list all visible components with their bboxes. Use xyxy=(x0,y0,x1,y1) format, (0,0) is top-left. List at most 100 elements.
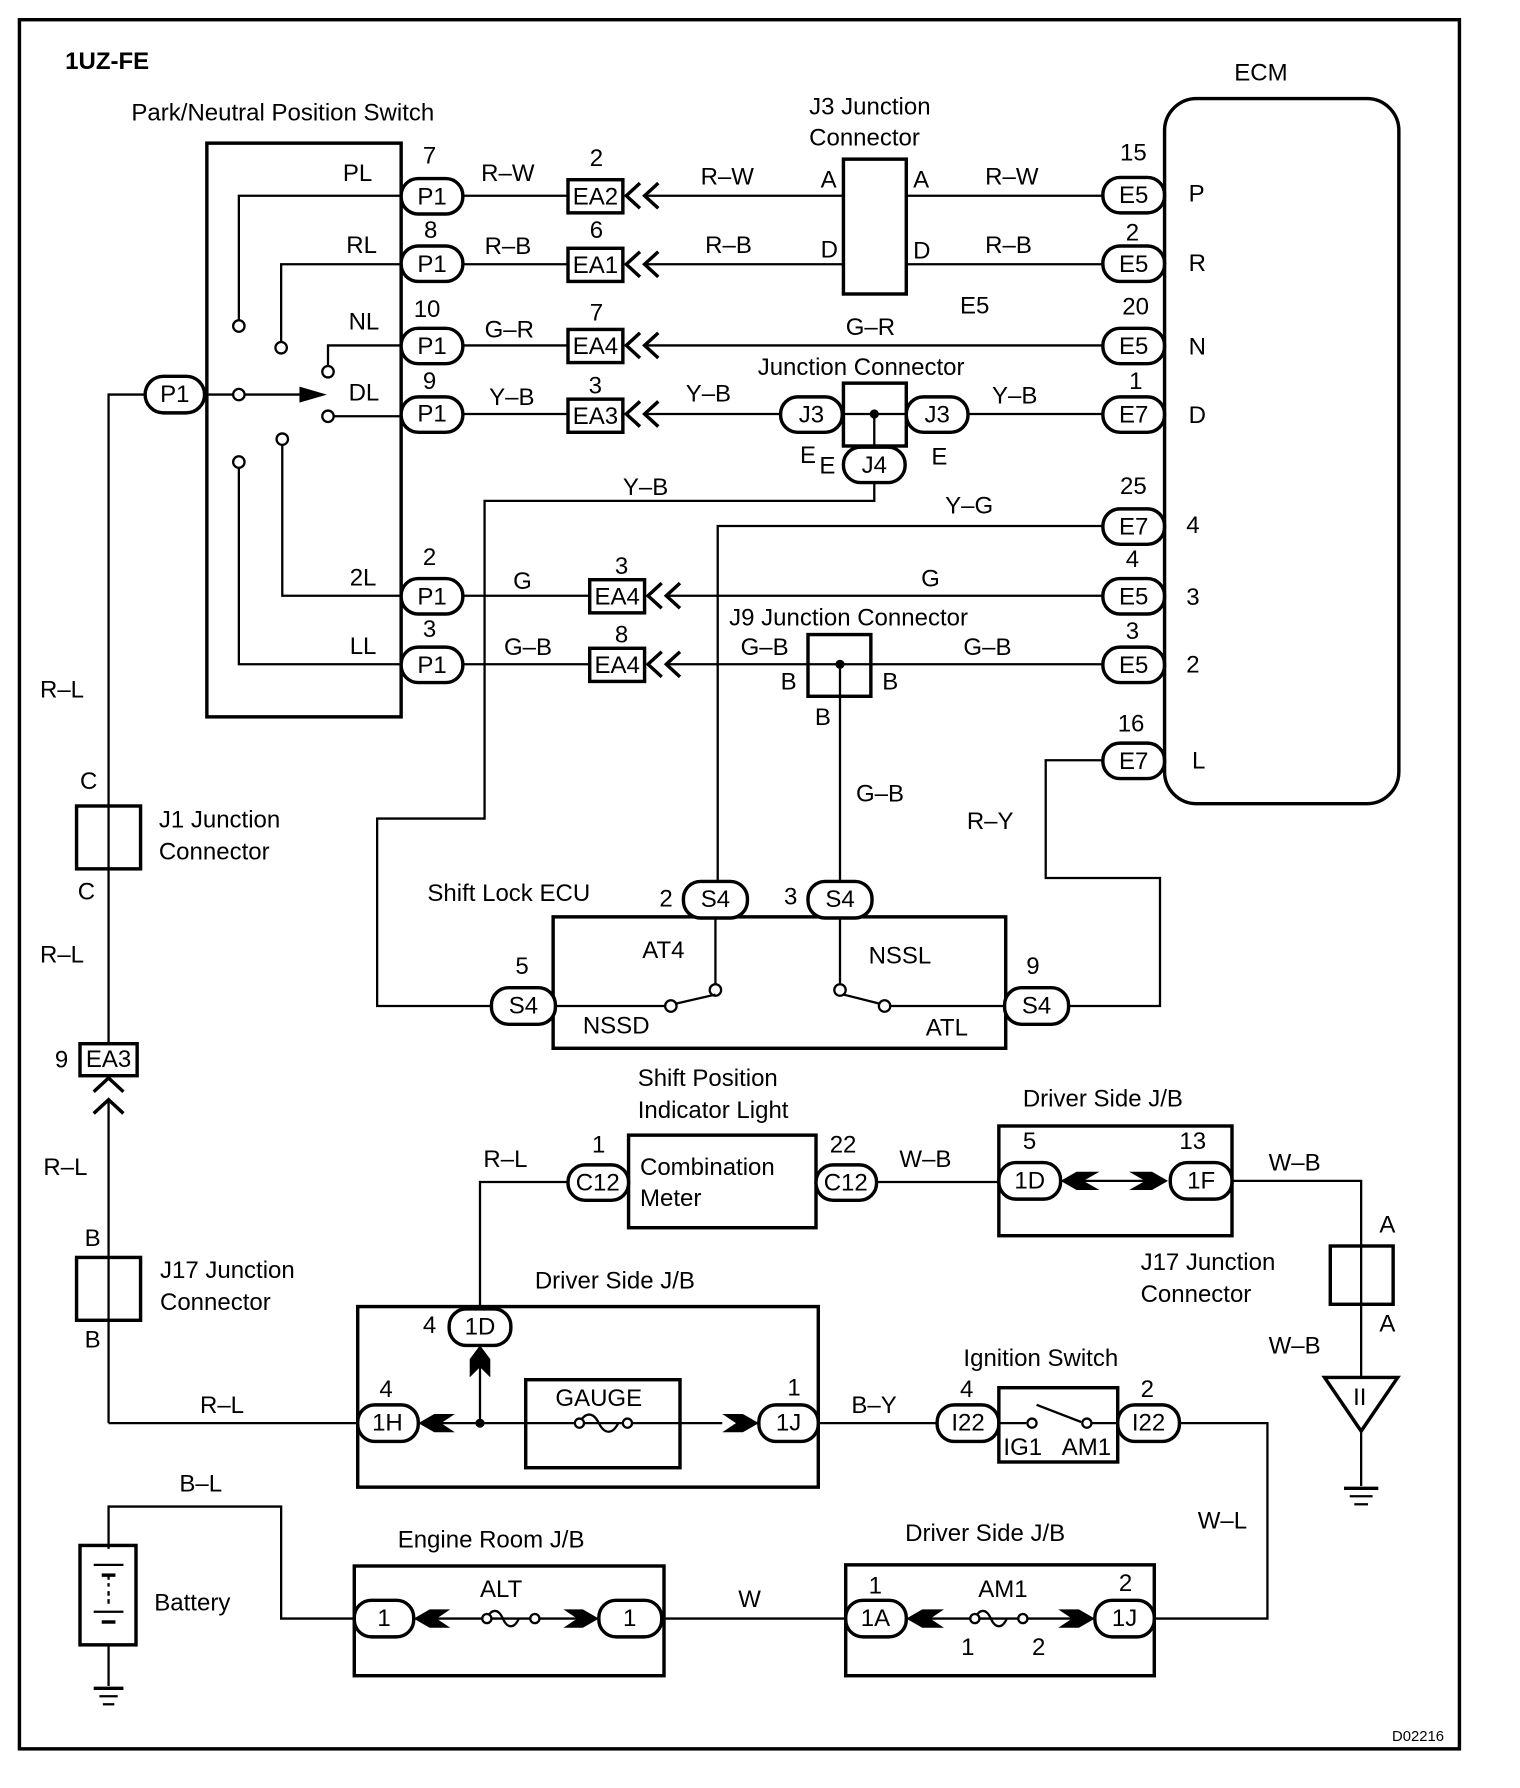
svg-text:2: 2 xyxy=(1186,651,1199,678)
svg-text:1J: 1J xyxy=(776,1410,801,1437)
battery-icon xyxy=(78,1505,358,1706)
svg-text:B: B xyxy=(815,704,831,731)
svg-text:G: G xyxy=(513,568,532,595)
svg-text:16: 16 xyxy=(1118,711,1145,738)
engine-room-jb-internals: 1 ALT 1 xyxy=(352,1576,664,1639)
svg-text:R–W: R–W xyxy=(985,163,1039,190)
combination-meter-box xyxy=(626,1133,818,1230)
svg-text:C12: C12 xyxy=(824,1170,868,1197)
svg-text:D: D xyxy=(1189,402,1206,429)
svg-text:E7: E7 xyxy=(1119,748,1148,775)
svg-text:S4: S4 xyxy=(825,886,854,913)
svg-text:R–L: R–L xyxy=(43,1154,87,1181)
svg-text:E5: E5 xyxy=(1119,652,1148,679)
svg-text:D: D xyxy=(821,236,838,263)
shift-lock-switches xyxy=(555,918,1005,1013)
p1-common-connector: P1 xyxy=(143,374,207,415)
svg-text:2: 2 xyxy=(1032,1634,1045,1661)
svg-text:1H: 1H xyxy=(372,1410,403,1437)
svg-text:C: C xyxy=(78,879,95,906)
engine-title: 1UZ-FE xyxy=(65,48,149,75)
svg-text:3: 3 xyxy=(615,553,628,580)
svg-text:I22: I22 xyxy=(951,1410,984,1437)
svg-text:1F: 1F xyxy=(1187,1167,1215,1194)
svg-text:IG1: IG1 xyxy=(1003,1434,1042,1461)
svg-text:P1: P1 xyxy=(417,333,446,360)
svg-text:9: 9 xyxy=(55,1047,68,1074)
svg-text:G–B: G–B xyxy=(741,634,789,661)
svg-text:1: 1 xyxy=(592,1131,605,1158)
svg-text:W–L: W–L xyxy=(1198,1507,1247,1534)
ground-icon-right xyxy=(1344,1486,1379,1506)
svg-text:E5: E5 xyxy=(1119,583,1148,610)
svg-text:E5: E5 xyxy=(1119,182,1148,209)
j17-left-junction: B B xyxy=(74,1225,143,1354)
svg-text:1: 1 xyxy=(869,1572,882,1599)
svg-text:3: 3 xyxy=(589,372,602,399)
pnp-dl: DL xyxy=(349,379,380,406)
svg-text:E: E xyxy=(800,442,816,469)
svg-text:1D: 1D xyxy=(465,1314,496,1341)
svg-text:B: B xyxy=(85,1225,101,1252)
svg-text:GAUGE: GAUGE xyxy=(555,1385,642,1412)
svg-text:AM1: AM1 xyxy=(1062,1434,1111,1461)
row-pl: 7 P1 R–W 2 EA2 R–W R–W 15 E5 P xyxy=(399,139,1205,216)
svg-text:R–L: R–L xyxy=(40,676,84,703)
svg-text:II: II xyxy=(1353,1384,1366,1411)
svg-text:9: 9 xyxy=(423,368,436,395)
svg-text:R–W: R–W xyxy=(701,163,755,190)
svg-text:1: 1 xyxy=(961,1634,974,1661)
driver-jb-mid-internals: 4 1D 4 1H GAUGE 1 1J xyxy=(356,1307,820,1470)
svg-text:B: B xyxy=(85,1327,101,1354)
svg-text:25: 25 xyxy=(1120,473,1147,500)
svg-text:1: 1 xyxy=(787,1375,800,1402)
svg-text:3: 3 xyxy=(1186,584,1199,611)
ground-point-ii: II xyxy=(1321,1375,1401,1486)
svg-text:Y–G: Y–G xyxy=(945,492,993,519)
svg-text:B–L: B–L xyxy=(179,1471,222,1498)
battery-label: Battery xyxy=(154,1590,230,1617)
svg-text:4: 4 xyxy=(379,1376,392,1403)
svg-text:EA3: EA3 xyxy=(86,1046,131,1073)
svg-text:N: N xyxy=(1189,334,1206,361)
svg-text:P1: P1 xyxy=(160,381,189,408)
svg-text:J4: J4 xyxy=(862,452,887,479)
svg-text:4: 4 xyxy=(1186,512,1199,539)
svg-text:NSSD: NSSD xyxy=(583,1012,650,1039)
svg-text:A: A xyxy=(913,167,929,194)
svg-text:I22: I22 xyxy=(1132,1410,1165,1437)
svg-text:J3: J3 xyxy=(924,402,949,429)
svg-text:3: 3 xyxy=(784,883,797,910)
pnp-pl: PL xyxy=(343,160,372,187)
shift-indicator-label-2: Indicator Light xyxy=(638,1097,789,1124)
figure-id: D02216 xyxy=(1392,1729,1444,1745)
row-yg: Y–G 25 E7 4 xyxy=(716,473,1200,883)
svg-text:B: B xyxy=(781,668,797,695)
svg-text:E7: E7 xyxy=(1119,402,1148,429)
svg-text:J3: J3 xyxy=(799,402,824,429)
pnp-switch-box xyxy=(205,141,403,719)
svg-text:22: 22 xyxy=(830,1131,857,1158)
junction-connector: J3 J3 J4 E E E xyxy=(778,381,970,485)
shift-lock-ecu-box xyxy=(551,915,1008,1050)
svg-text:Y–B: Y–B xyxy=(686,380,731,407)
c12-connectors: 1 C12 22 C12 xyxy=(566,1131,879,1202)
svg-text:R–L: R–L xyxy=(200,1392,244,1419)
row-l: 16 E7 L R–Y xyxy=(967,711,1205,1008)
j3-label-1: J3 Junction xyxy=(809,94,930,121)
j3-junction-box xyxy=(841,157,908,296)
svg-text:2: 2 xyxy=(1126,219,1139,246)
svg-text:1A: 1A xyxy=(861,1605,890,1632)
svg-text:R–B: R–B xyxy=(705,232,752,259)
svg-text:B: B xyxy=(882,668,898,695)
svg-text:5: 5 xyxy=(1023,1128,1036,1155)
svg-text:4: 4 xyxy=(1126,546,1139,573)
svg-text:P1: P1 xyxy=(417,652,446,679)
svg-text:R: R xyxy=(1189,250,1206,277)
ignition-switch: 4 I22 IG1 AM1 2 I22 xyxy=(935,1376,1182,1464)
engine-room-jb-label: Engine Room J/B xyxy=(398,1527,585,1554)
wire-rl-left xyxy=(107,393,146,806)
svg-text:2: 2 xyxy=(423,544,436,571)
svg-text:4: 4 xyxy=(960,1376,973,1403)
